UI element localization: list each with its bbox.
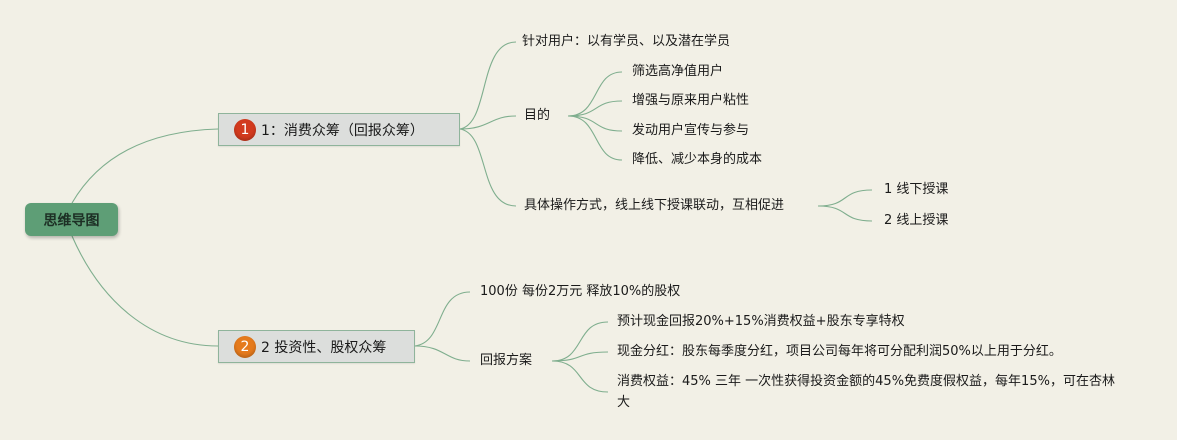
connector-root-topic1 bbox=[71, 128, 219, 204]
priority-2-icon: 2 bbox=[234, 335, 256, 358]
priority-1-icon: 1 bbox=[234, 118, 256, 141]
node-purpose-item[interactable]: 发动用户宣传与参与 bbox=[632, 123, 750, 138]
connector-method-item1 bbox=[817, 189, 873, 207]
node-purpose-item[interactable]: 筛选高净值用户 bbox=[632, 64, 724, 79]
connector-topic2-returns bbox=[414, 345, 471, 362]
connector-topic1-target bbox=[459, 41, 517, 130]
node-returns[interactable]: 回报方案 bbox=[480, 353, 533, 368]
topic1-label: 1：消费众筹（回报众筹） bbox=[261, 122, 424, 139]
node-purpose-item[interactable]: 降低、减少本身的成本 bbox=[632, 152, 763, 167]
node-returns-item[interactable]: 预计现金回报20%+15%消费权益+股东专享特权 bbox=[617, 314, 905, 329]
connector-purpose-item2 bbox=[567, 100, 623, 117]
connector-topic1-purpose bbox=[459, 115, 517, 130]
connector-purpose-item4 bbox=[567, 115, 623, 161]
topic-equity-crowdfunding[interactable]: 2 2 投资性、股权众筹 bbox=[218, 330, 415, 363]
node-returns-item[interactable]: 现金分红：股东每季度分红，项目公司每年将可分配利润50%以上用于分红。 bbox=[617, 344, 1062, 359]
connector-topic1-method bbox=[459, 128, 517, 207]
connector-purpose-item3 bbox=[567, 115, 623, 132]
root-label: 思维导图 bbox=[43, 212, 100, 229]
root-node[interactable]: 思维导图 bbox=[25, 203, 118, 236]
node-method[interactable]: 具体操作方式，线上线下授课联动，互相促进 bbox=[524, 198, 785, 213]
node-returns-item[interactable]: 消费权益：45% 三年 一次性获得投资金额的45%免费度假权益，每年15%，可在… bbox=[617, 374, 1115, 410]
topic2-label: 2 投资性、股权众筹 bbox=[261, 339, 387, 356]
node-method-item[interactable]: 1 线下授课 bbox=[884, 182, 949, 197]
node-purpose-item[interactable]: 增强与原来用户粘性 bbox=[632, 93, 750, 108]
connector-method-item2 bbox=[817, 205, 873, 222]
connector-returns-item1 bbox=[551, 321, 609, 362]
connector-purpose-item1 bbox=[567, 71, 623, 117]
node-shares[interactable]: 100份 每份2万元 释放10%的股权 bbox=[480, 284, 681, 299]
node-method-item[interactable]: 2 线上授课 bbox=[884, 213, 949, 228]
connector-topic2-shares bbox=[414, 291, 471, 347]
node-purpose[interactable]: 目的 bbox=[524, 108, 551, 123]
connector-returns-item3 bbox=[551, 360, 609, 393]
node-target-users[interactable]: 针对用户：以有学员、以及潜在学员 bbox=[522, 34, 731, 49]
topic-consumption-crowdfunding[interactable]: 1 1：消费众筹（回报众筹） bbox=[218, 113, 460, 146]
connector-root-topic2 bbox=[71, 235, 219, 347]
connector-returns-item2 bbox=[551, 351, 609, 362]
